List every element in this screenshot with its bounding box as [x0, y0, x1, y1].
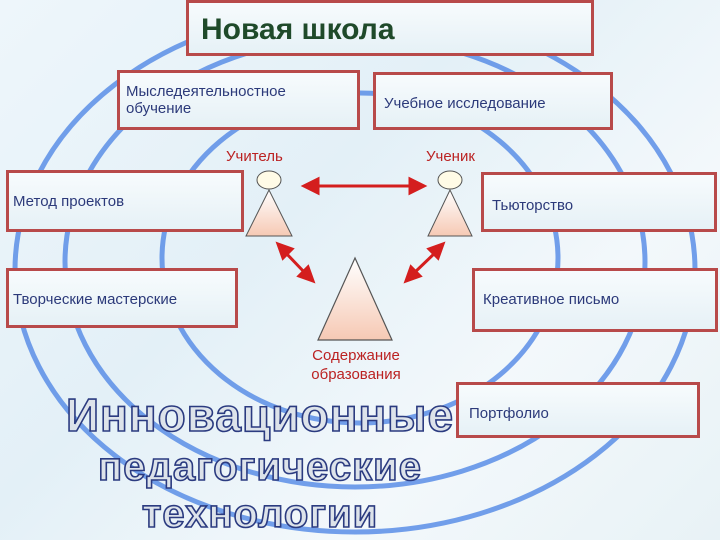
- content-label-line1: Содержание: [312, 347, 400, 364]
- box-tvorcheskie-masterskie: Творческие мастерские: [6, 268, 238, 328]
- student-figure: [427, 170, 473, 237]
- box-label-line2: обучение: [126, 100, 192, 117]
- box-metod-proektov: Метод проектов: [6, 170, 244, 232]
- big-text-line3: технологии: [141, 491, 379, 537]
- content-label-line2: образования: [311, 366, 401, 383]
- box-mysledeyatelnostnoe: Мыследеятельностное обучение: [117, 70, 360, 130]
- content-label: Содержание образования: [296, 346, 416, 384]
- teacher-label: Учитель: [226, 148, 283, 165]
- big-text-line1: Инновационные: [65, 388, 455, 442]
- box-label: Портфолио: [469, 405, 549, 422]
- box-uchebnoe-issledovanie: Учебное исследование: [373, 72, 613, 130]
- arrow-teacher-student: [300, 176, 428, 196]
- arrow-student-content: [403, 241, 446, 284]
- box-label: Креативное письмо: [483, 291, 620, 308]
- arrow-teacher-content: [275, 241, 316, 284]
- box-label: Творческие мастерские: [13, 291, 178, 308]
- student-label: Ученик: [426, 148, 475, 165]
- circle-inner: [159, 90, 561, 426]
- page-title: Новая школа: [201, 13, 395, 46]
- big-text-line2: педагогические: [97, 444, 422, 490]
- box-label-line1: Мыследеятельностное: [126, 83, 286, 100]
- box-portfolio: Портфолио: [456, 382, 700, 438]
- box-label: Тьюторство: [492, 197, 574, 214]
- title-box: Новая школа: [186, 0, 594, 56]
- box-kreativnoe-pismo: Креативное письмо: [472, 268, 718, 332]
- box-label: Метод проектов: [13, 193, 125, 210]
- box-label: Учебное исследование: [384, 95, 546, 112]
- box-tyutorstvo: Тьюторство: [481, 172, 717, 232]
- teacher-figure: [245, 170, 293, 237]
- content-triangle: [317, 256, 393, 341]
